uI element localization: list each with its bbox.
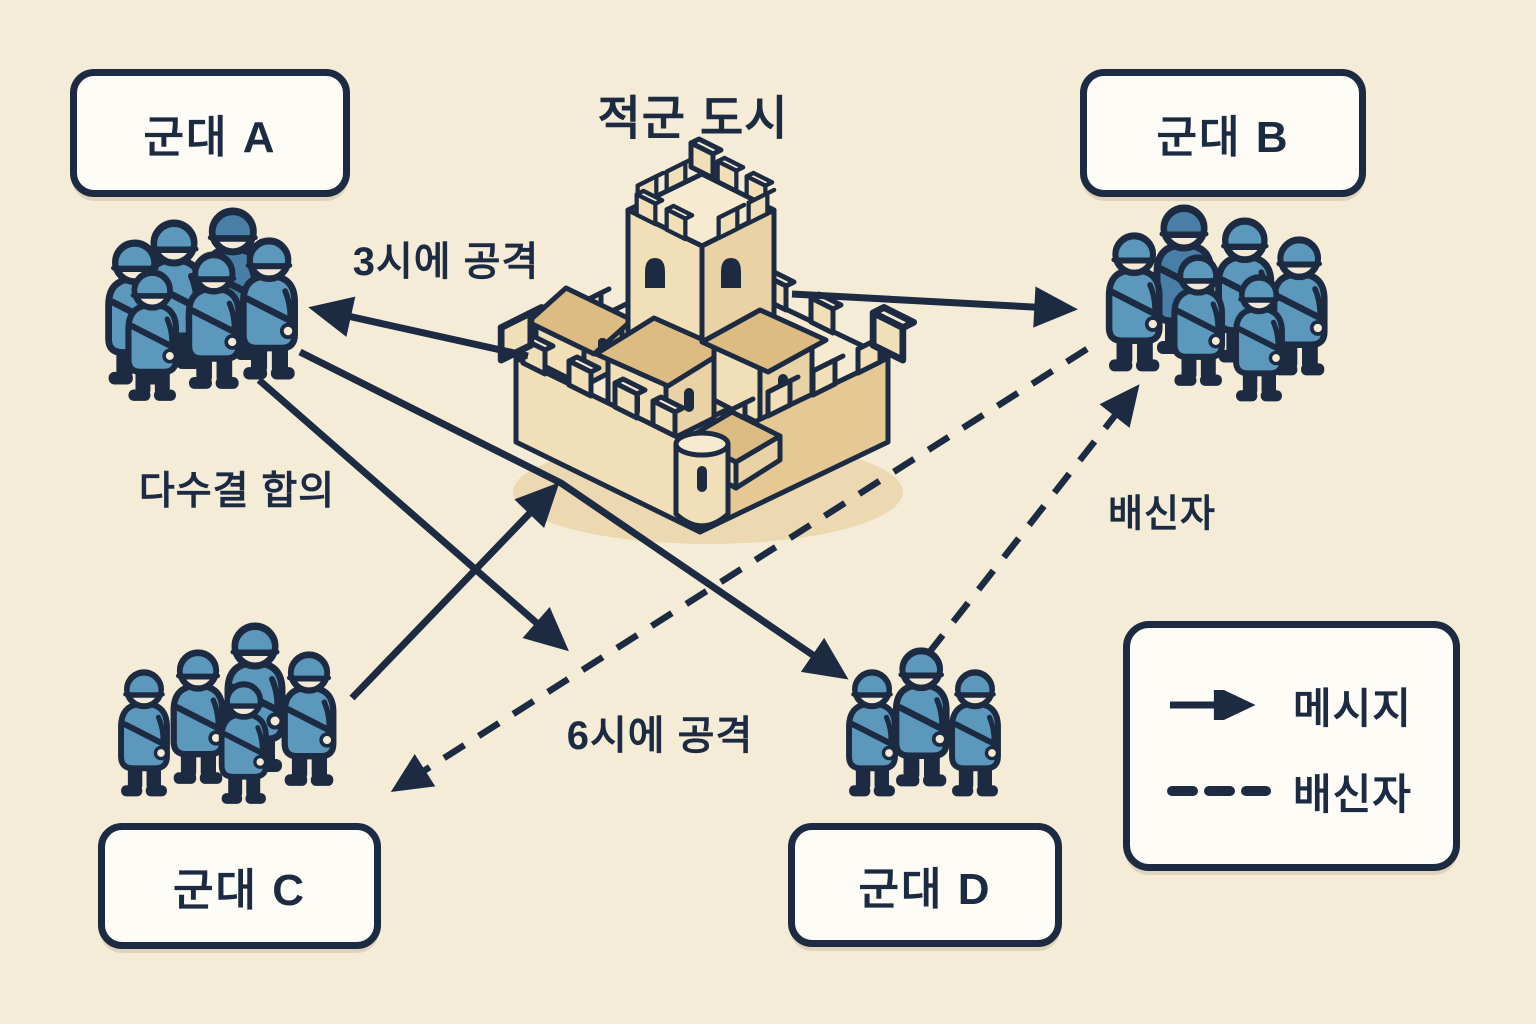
keep-window-right bbox=[721, 258, 741, 288]
traitor-label: 배신자 bbox=[1108, 493, 1216, 536]
army-b-label: 군대 B bbox=[1156, 113, 1290, 162]
message-arrows bbox=[256, 286, 1078, 701]
majority-consensus-label: 다수결 합의 bbox=[138, 470, 336, 513]
arrow-army-a-to-center bbox=[256, 377, 569, 652]
dashed-arrow-army-d-to-army-b bbox=[925, 384, 1140, 657]
attack-at-6-label: 6시에 공격 bbox=[566, 714, 754, 758]
dashed-arrow-army-b-to-army-c bbox=[390, 346, 1089, 792]
army-a-label: 군대 A bbox=[143, 113, 277, 162]
army-a-box: 군대 A bbox=[70, 69, 350, 197]
army-c-box: 군대 C bbox=[98, 823, 381, 949]
enemy-city-title: 적군 도시 bbox=[597, 91, 789, 145]
arrow-castle-to-army-b bbox=[791, 286, 1078, 328]
army-b-box: 군대 B bbox=[1080, 69, 1366, 197]
army-d-box: 군대 D bbox=[788, 823, 1062, 947]
legend-message-label: 메시지 bbox=[1293, 684, 1412, 732]
army-c-soldiers bbox=[121, 626, 333, 804]
legend-box: 메시지 배신자 bbox=[1123, 621, 1460, 871]
traitor-arrows bbox=[390, 346, 1140, 792]
army-c-label: 군대 C bbox=[173, 866, 306, 915]
solid-arrow-icon bbox=[1170, 690, 1256, 720]
keep-window-left bbox=[645, 258, 665, 288]
arrow-army-a-to-army-d bbox=[298, 348, 849, 680]
army-d-soldiers bbox=[849, 651, 998, 797]
arrow-army-c-to-junction bbox=[349, 482, 560, 701]
army-b-soldiers bbox=[1109, 208, 1324, 401]
arrow-castle-to-army-a bbox=[308, 296, 529, 360]
dashed-line-icon bbox=[1167, 786, 1271, 796]
legend-row-traitor: 배신자 bbox=[1164, 748, 1453, 834]
legend-row-message: 메시지 bbox=[1164, 662, 1453, 748]
army-a-soldiers bbox=[109, 211, 295, 401]
legend-traitor-label: 배신자 bbox=[1293, 770, 1412, 818]
army-d-label: 군대 D bbox=[858, 865, 992, 914]
attack-at-3-label: 3시에 공격 bbox=[352, 240, 540, 284]
castle-corner-tower bbox=[673, 430, 731, 529]
